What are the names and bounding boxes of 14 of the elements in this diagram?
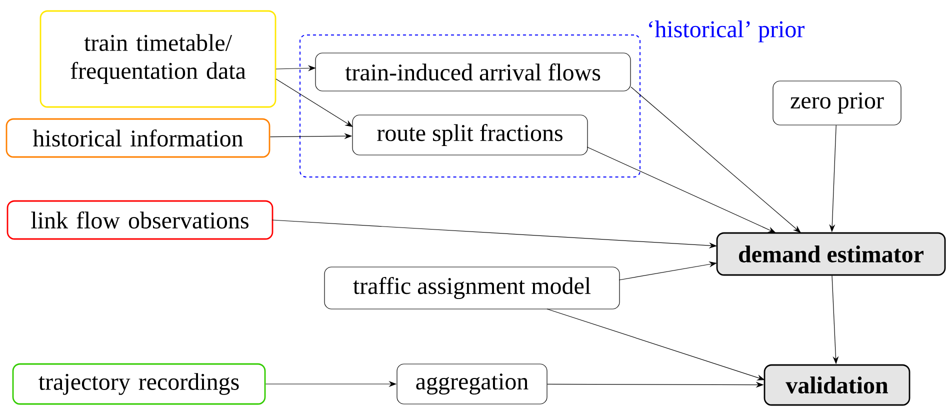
process-box: train-induced arrival flows — [315, 52, 631, 92]
node-label: ‘historical’ prior — [649, 20, 804, 42]
process-box: traffic assignment model — [324, 266, 620, 310]
process-box: aggregation — [396, 364, 548, 404]
input-box: historical information — [6, 118, 270, 158]
arrow — [586, 146, 776, 233]
process-box: zero prior — [772, 80, 902, 126]
arrow — [276, 78, 353, 127]
result-box: demand estimator — [716, 232, 946, 276]
input-box: trajectory recordings — [12, 363, 266, 405]
result-box: validation — [764, 364, 910, 406]
process-box: route split fractions — [352, 114, 588, 156]
input-box: train timetable/ frequentation data — [40, 10, 276, 108]
input-box: link flow observations — [6, 200, 274, 240]
